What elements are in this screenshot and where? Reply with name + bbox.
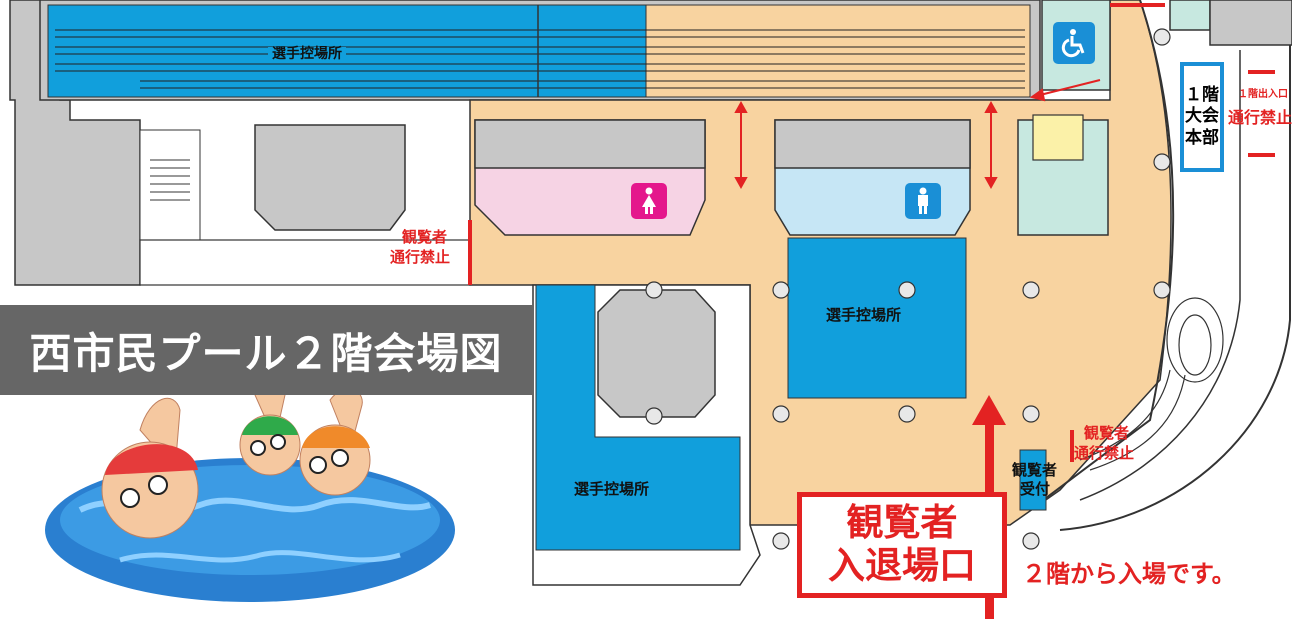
- right-noentry-label: 通行禁止: [1228, 108, 1292, 127]
- entrance-line1: 観覧者: [846, 501, 958, 545]
- waiting-area-top-label: 選手控場所: [268, 47, 346, 62]
- spectator-entrance-sign: 観覧者 入退場口: [797, 492, 1007, 598]
- columns: [645, 28, 1171, 550]
- spiral-stairs: [1079, 297, 1224, 471]
- outer-curve-wall-2: [1059, 40, 1291, 531]
- reception-desk: [1019, 449, 1047, 511]
- lower-spectator-label: 観覧者: [1084, 424, 1130, 442]
- right-exit-small-label: １階出入口: [1238, 89, 1288, 100]
- left-noentry-label: 通行禁止: [390, 248, 451, 266]
- entrance-line2: 入退場口: [828, 544, 976, 587]
- yellow-room: [1032, 114, 1084, 161]
- waiting-area-center: [787, 237, 967, 399]
- left-spectator-label: 観覧者: [402, 228, 448, 246]
- waiting-area-bottom: [535, 284, 741, 551]
- octagon-room: [597, 289, 716, 418]
- hq-line1: １階: [1185, 85, 1219, 106]
- lower-noentry-label: 通行禁止: [1074, 444, 1135, 462]
- male-restroom-icon: [905, 183, 941, 219]
- outer-curve-wall-3: [1079, 50, 1241, 501]
- hq-line2: 大会: [1185, 106, 1219, 127]
- room-left: [254, 124, 406, 231]
- hq-box: １階 大会 本部: [1180, 62, 1224, 172]
- right-top-block-2: [1209, 0, 1292, 46]
- waiting-area-bottom-label: 選手控場所: [574, 480, 650, 498]
- seating-waiting-area: [47, 4, 647, 98]
- seat-rows: [55, 29, 1025, 89]
- wheelchair-icon: [1053, 22, 1095, 64]
- no-entry-barriers: [468, 3, 1275, 462]
- seating-orange: [645, 4, 1031, 98]
- room-men-top: [774, 119, 971, 169]
- reception-line2: 受付: [1020, 480, 1051, 498]
- page-title: 西市民プール２階会場図: [0, 305, 532, 395]
- female-restroom-icon: [631, 183, 667, 219]
- left-stairs: [139, 129, 201, 241]
- waiting-area-center-label: 選手控場所: [826, 306, 902, 324]
- reception-line1: 観覧者: [1012, 461, 1058, 479]
- outer-curve-wall: [1029, 0, 1175, 511]
- red-arrows: [734, 79, 1101, 190]
- entry-note: ２階から入場です。: [1022, 560, 1236, 588]
- room-women-top: [474, 119, 706, 169]
- left-corridor: [139, 239, 471, 286]
- swimmers-illustration: [45, 377, 455, 602]
- hq-line3: 本部: [1185, 127, 1219, 148]
- right-top-block: [1169, 0, 1211, 31]
